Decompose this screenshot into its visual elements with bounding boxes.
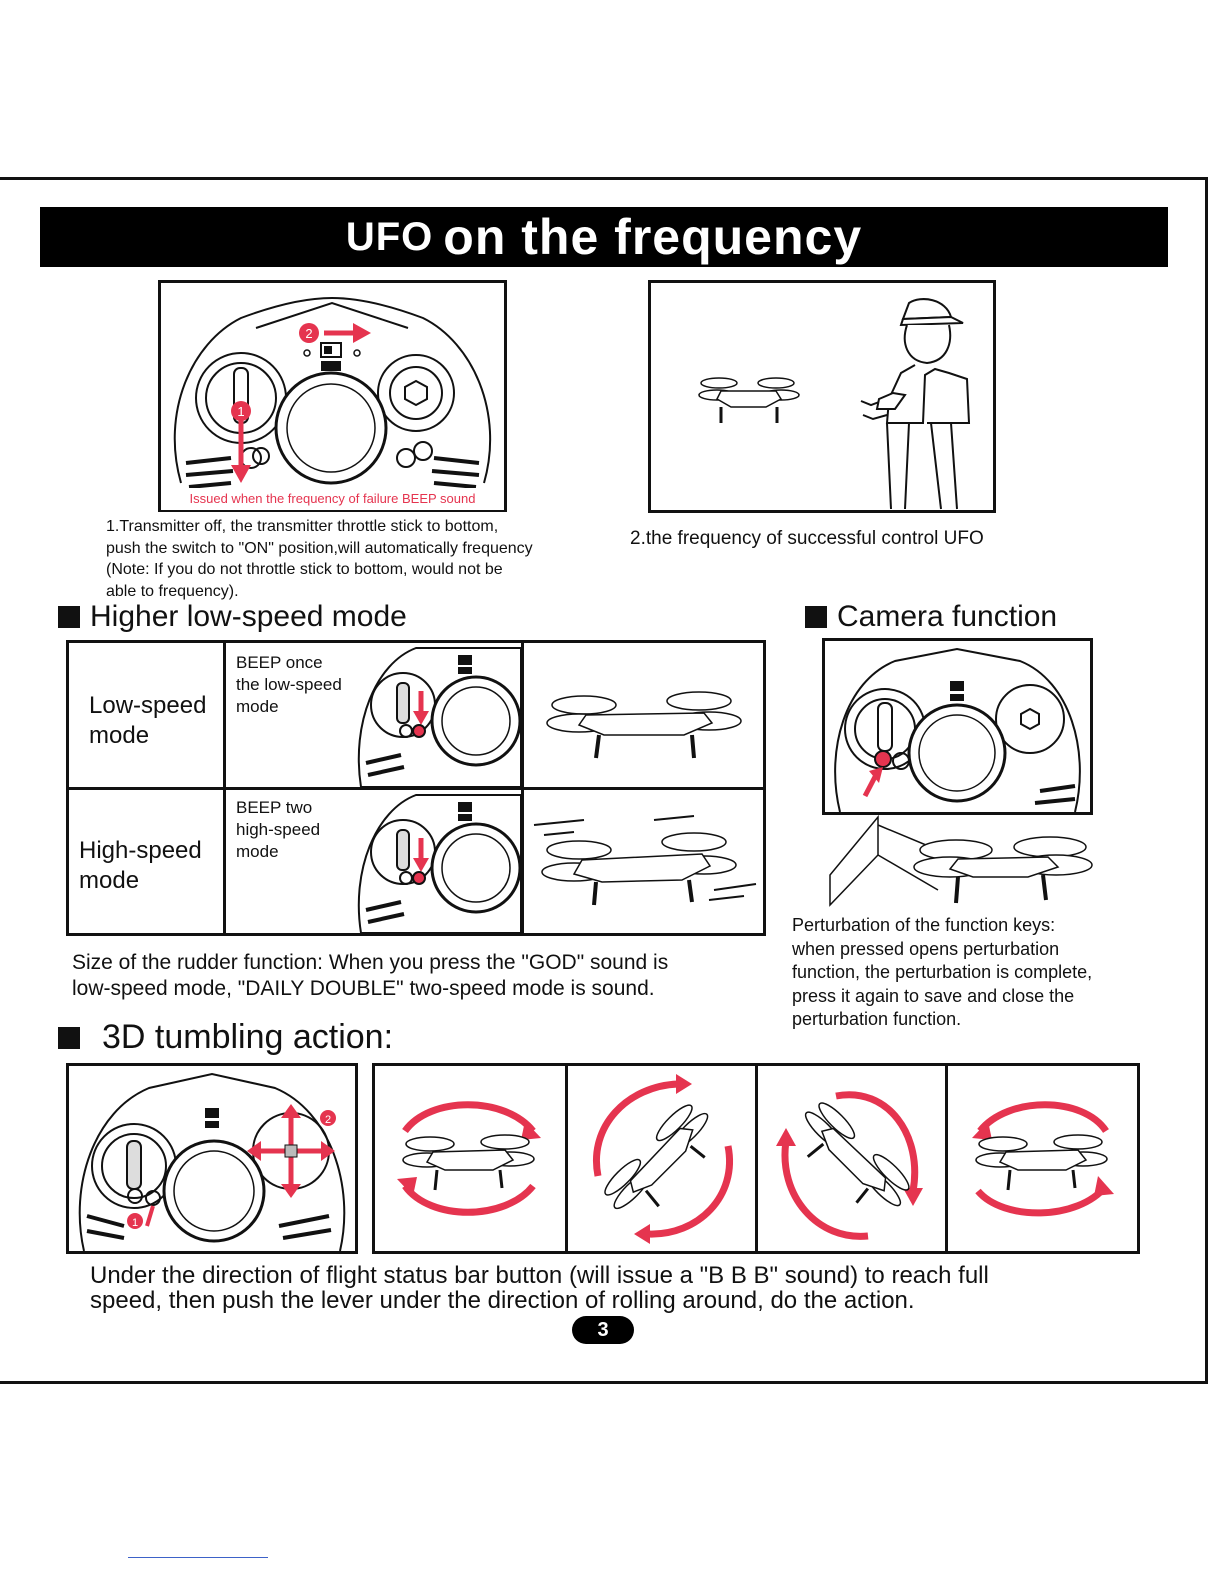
note-line: function, the perturbation is complete, xyxy=(792,962,1093,982)
title-ufo: UFO xyxy=(345,214,434,259)
note-line: when pressed opens perturbation xyxy=(792,938,1060,959)
step2-caption: 2.the frequency of successful control UF… xyxy=(630,528,984,549)
tumble-right-figure xyxy=(593,1074,733,1244)
footer-line: speed, then push the lever under the dir… xyxy=(90,1287,915,1314)
note-line: Perturbation of the function keys: xyxy=(792,915,1056,935)
step1-line: (Note: If you do not throttle stick to b… xyxy=(106,561,503,578)
footer-link-underline xyxy=(128,1557,268,1558)
tumble-footer-text: Under the direction of flight status bar… xyxy=(90,1263,989,1313)
bullet-square-icon xyxy=(58,1026,80,1049)
step1-line: able to frequency). xyxy=(106,582,239,600)
step1-line: 1.Transmitter off, the transmitter throt… xyxy=(106,518,499,535)
note-line: Size of the rudder function: When you pr… xyxy=(72,951,669,974)
speed-section-heading: Higher low-speed mode xyxy=(58,600,407,634)
tumble-forward-figure xyxy=(397,1101,541,1216)
beep-line: mode xyxy=(236,697,279,716)
tumble-marker-1: 1 xyxy=(132,1217,138,1229)
label-line: High-speed xyxy=(79,837,202,864)
beep-line: the low-speed xyxy=(236,675,342,694)
beep-line: BEEP two xyxy=(236,798,313,817)
speed-mode-table: Low-speed mode High-speed mode BEEP on xyxy=(66,640,766,936)
high-speed-label: High-speed mode xyxy=(79,836,202,896)
page-frame xyxy=(0,177,1208,1384)
page-number-badge: 3 xyxy=(572,1316,634,1344)
speed-note: Size of the rudder function: When you pr… xyxy=(72,950,668,1002)
note-line: perturbation function. xyxy=(792,1009,962,1029)
footer-line: Under the direction of flight status bar… xyxy=(90,1262,989,1289)
page-title: UFO on the frequency xyxy=(40,207,1168,267)
high-speed-beep: BEEP two high-speed mode xyxy=(236,797,321,863)
drone-low-speed-figure xyxy=(546,691,742,759)
low-speed-label: Low-speed mode xyxy=(89,691,206,751)
step1-marker-2: 2 xyxy=(305,326,312,341)
beep-line: mode xyxy=(236,842,279,861)
label-line: Low-speed xyxy=(89,692,207,719)
title-main: on the frequency xyxy=(443,209,863,265)
step1-inset-caption: Issued when the frequency of failure BEE… xyxy=(161,488,504,510)
tumble-section-heading: 3D tumbling action: xyxy=(58,1018,393,1057)
tumble-sequence-strip xyxy=(372,1063,1140,1254)
step2-pilot-figure xyxy=(648,280,996,513)
tumble-transmitter-figure: 2 1 xyxy=(66,1063,358,1254)
beep-line: BEEP once xyxy=(236,653,323,672)
speed-heading-text: Higher low-speed mode xyxy=(90,600,407,633)
camera-section-heading: Camera function xyxy=(805,600,1057,634)
camera-transmitter-figure xyxy=(822,638,1093,815)
camera-heading-text: Camera function xyxy=(837,600,1058,633)
tumble-heading-text: 3D tumbling action: xyxy=(102,1018,394,1056)
note-line: press it again to save and close the xyxy=(792,985,1075,1006)
note-line: low-speed mode, "DAILY DOUBLE" two-speed… xyxy=(72,977,655,1000)
camera-drone-figure xyxy=(829,815,1093,907)
beep-line: high-speed xyxy=(236,820,321,839)
step1-transmitter-figure: 1 2 Issued when the frequency of failure… xyxy=(158,280,507,512)
bullet-square-icon xyxy=(805,606,827,628)
low-speed-beep: BEEP once the low-speed mode xyxy=(236,652,342,718)
step1-instructions: 1.Transmitter off, the transmitter throt… xyxy=(106,516,586,602)
bullet-square-icon xyxy=(58,606,80,628)
tumble-left-figure xyxy=(776,1091,923,1240)
step1-marker-1: 1 xyxy=(237,404,244,419)
tumble-marker-2: 2 xyxy=(325,1114,331,1126)
drone-high-speed-figure xyxy=(533,815,757,906)
label-line: mode xyxy=(79,867,140,894)
label-line: mode xyxy=(89,722,150,749)
tumble-backward-figure xyxy=(972,1101,1114,1217)
camera-note: Perturbation of the function keys: when … xyxy=(792,914,1092,1032)
step1-line: push the switch to "ON" position,will au… xyxy=(106,539,533,557)
